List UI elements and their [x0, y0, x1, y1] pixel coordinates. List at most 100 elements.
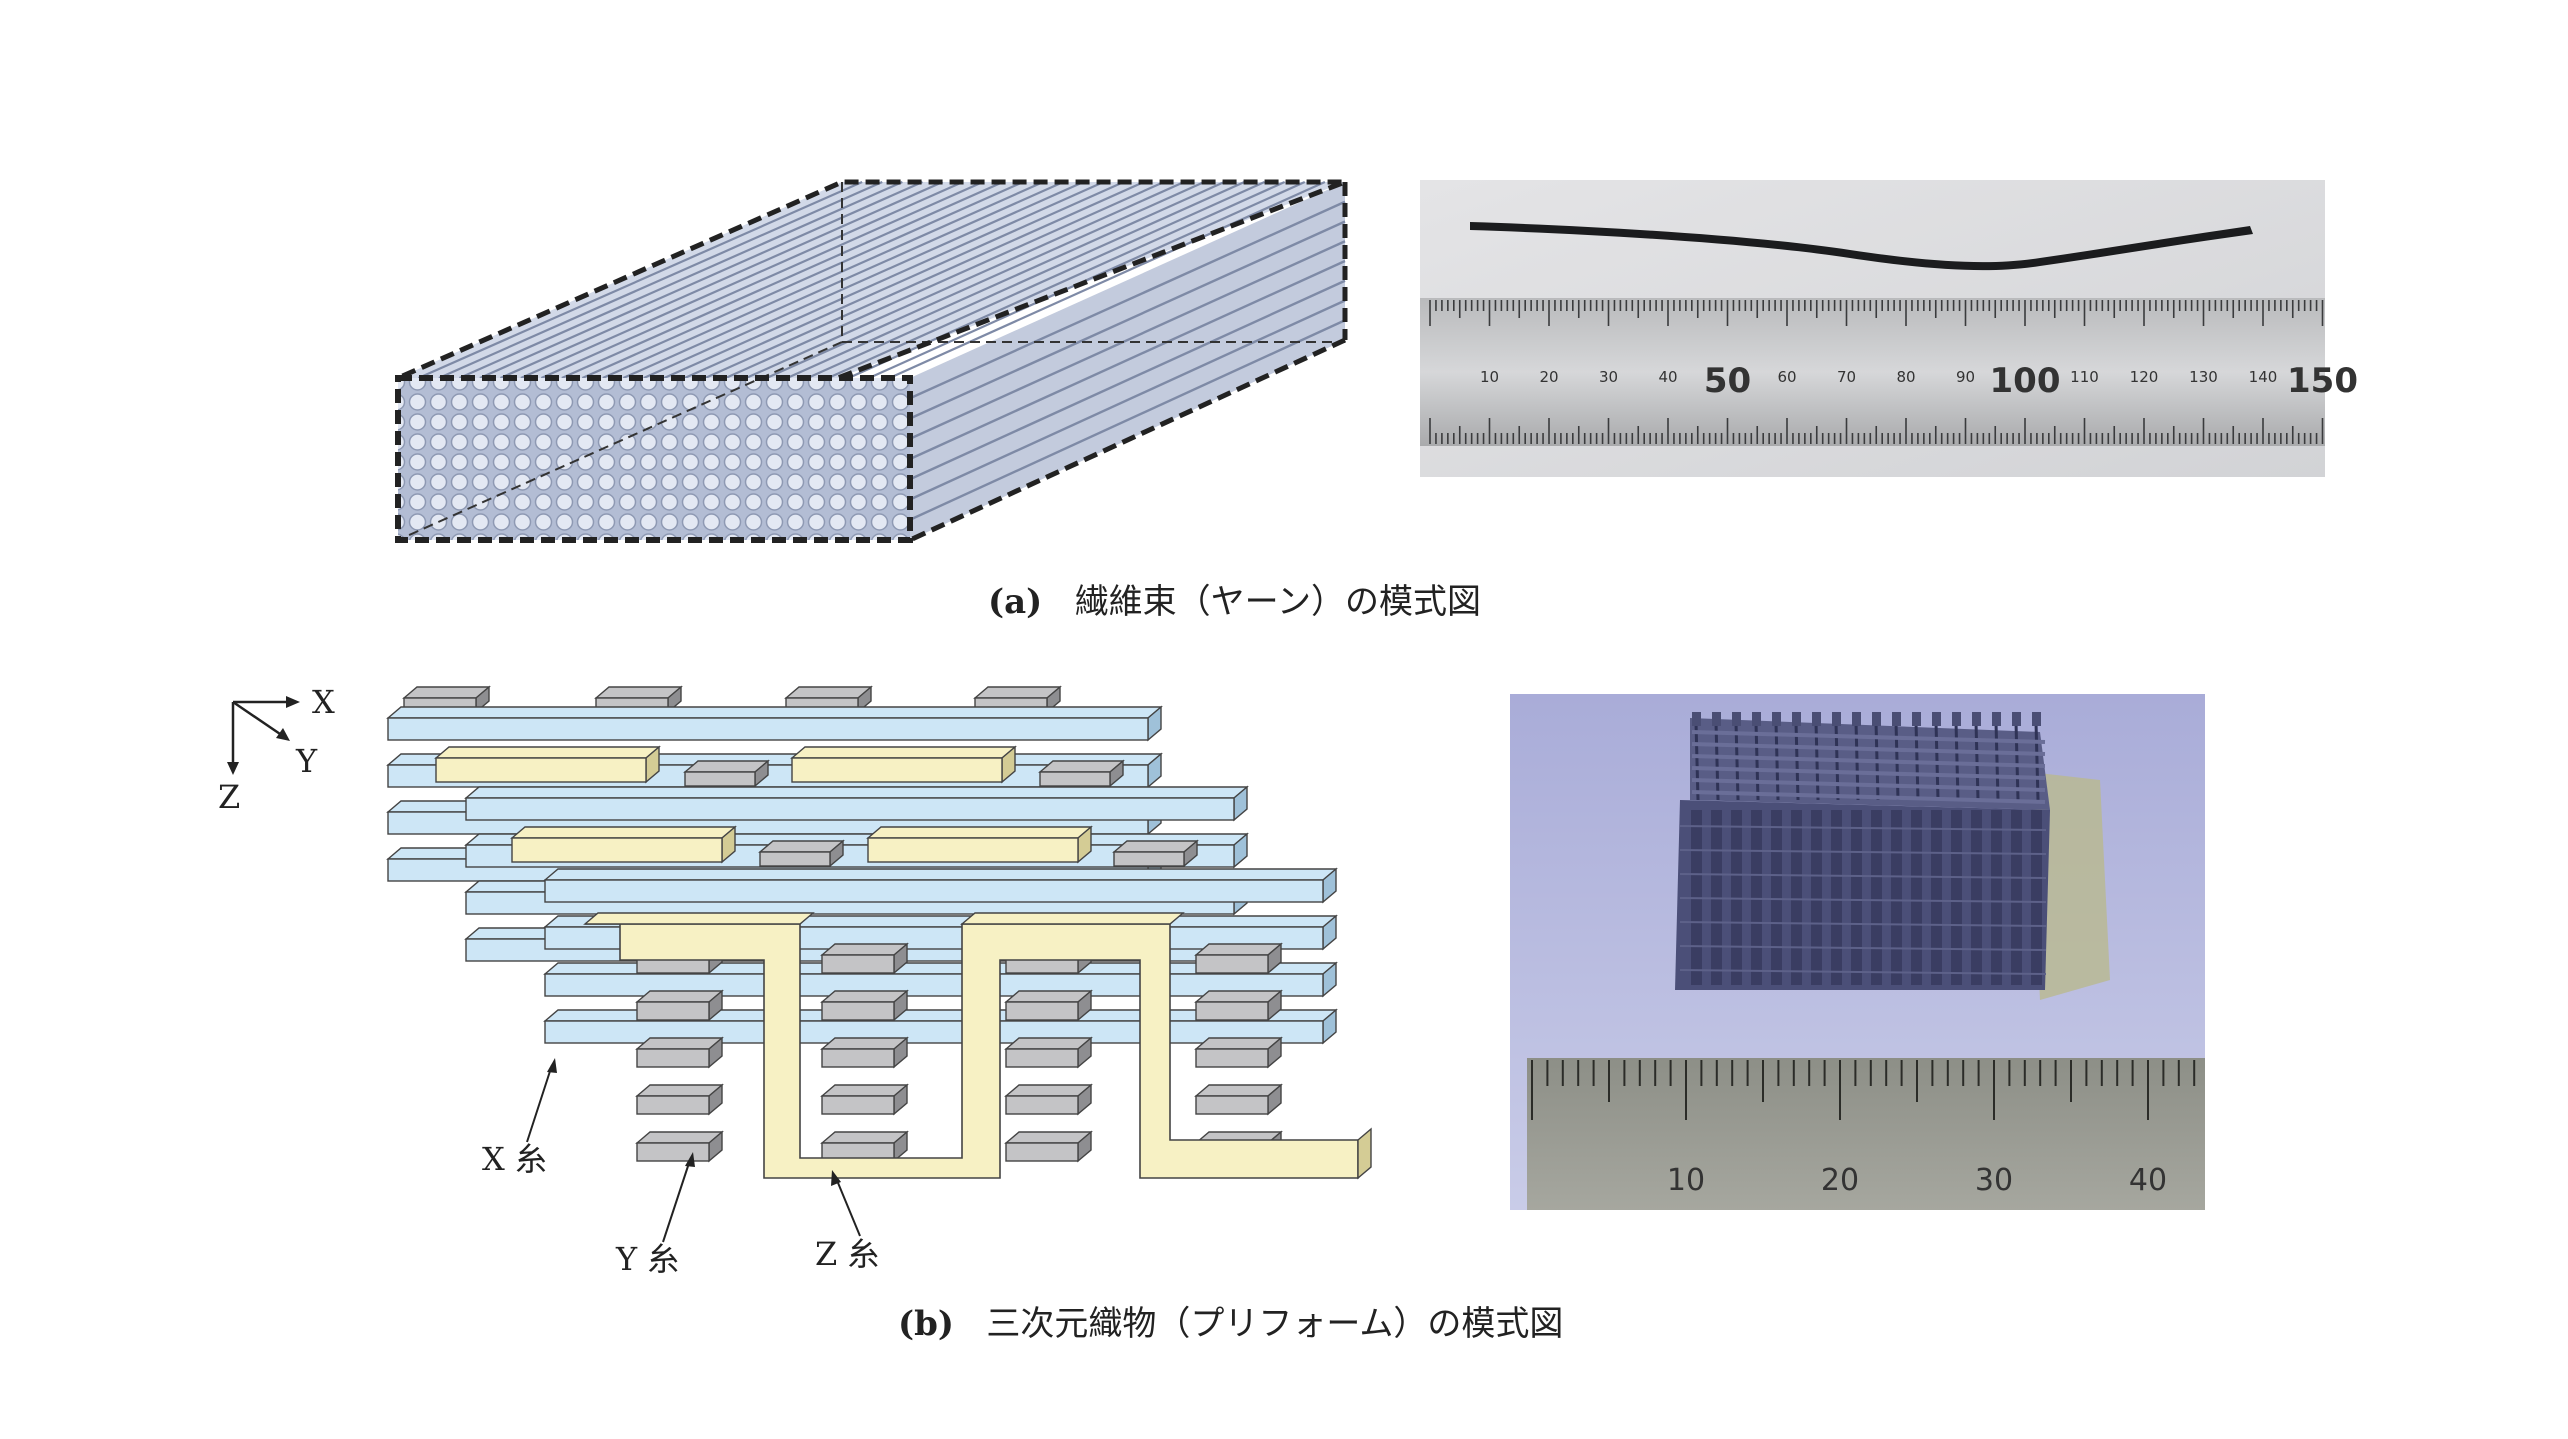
z-yarn-column: [1811, 810, 1822, 985]
z-yarn-column: [1751, 810, 1762, 985]
layer-line: [1679, 945, 2047, 951]
z-yarn-column: [1851, 810, 1862, 985]
weave-line: [1714, 721, 1720, 801]
bundle-outline-edge: [908, 337, 1347, 543]
ruler-number: 140: [2249, 368, 2278, 386]
bundle-outline-front: [395, 375, 913, 543]
callouts: X 糸 Y 糸 Z 糸: [482, 1058, 879, 1278]
ruler-ticks: [1531, 1060, 2196, 1120]
y-yarn: [635, 1036, 724, 1069]
z-yarn-top: [960, 912, 1185, 925]
z-yarn-column: [1791, 810, 1802, 985]
fiber-line: [602, 180, 1044, 380]
z-yarn-column: [2031, 810, 2042, 985]
ruler-number: 90: [1956, 368, 1975, 386]
x-yarn: [543, 867, 1338, 904]
fiber-line: [909, 200, 1346, 400]
fiber-line: [889, 180, 1326, 380]
x-yarn: [543, 961, 1338, 998]
fiber-line: [418, 180, 863, 380]
fiber-line: [438, 180, 883, 380]
caption-a-text: 繊維束（ヤーン）の模式図: [1074, 582, 1481, 622]
fiber-line: [561, 180, 1004, 380]
y-yarn: [1004, 989, 1093, 1022]
fiber-line: [766, 180, 1205, 380]
z-yarn-column: [1871, 810, 1882, 985]
fiber-line: [807, 180, 1245, 380]
layer-line: [1679, 849, 2047, 855]
bundle-outline-top: [396, 179, 1346, 381]
fiber-tuft: [2012, 712, 2021, 726]
weave-line: [2034, 721, 2040, 801]
fiber-tuft: [1952, 712, 1961, 726]
y-yarn: [758, 839, 845, 868]
fiber-tuft: [1992, 712, 2001, 726]
backing-film: [2030, 772, 2110, 1000]
z-yarn-top: [583, 912, 815, 925]
weave-line: [1691, 742, 2046, 756]
fiber-line: [622, 180, 1064, 380]
fiber-line: [909, 259, 1346, 461]
caption-a-label: (a): [988, 582, 1043, 622]
ruler-number: 70: [1837, 368, 1856, 386]
fiber-line: [725, 180, 1165, 380]
fiber-tuft: [1812, 712, 1821, 726]
z-yarn: [866, 825, 1093, 864]
fiber-tuft: [1692, 712, 1701, 726]
z-yarn-column: [1731, 810, 1742, 985]
y-yarn: [820, 1036, 909, 1069]
layer-line: [1679, 873, 2047, 879]
ruler-number: 10: [1667, 1163, 1705, 1198]
z-yarn: [790, 745, 1017, 784]
fiber-line: [458, 180, 903, 380]
z-yarn-column: [1971, 810, 1982, 985]
fiber-tuft: [1732, 712, 1741, 726]
fiber-line: [909, 279, 1346, 481]
z-yarn-end: [1357, 1127, 1372, 1180]
y-yarn: [1038, 759, 1125, 788]
fiber-line: [520, 180, 964, 380]
y-yarn: [1004, 1036, 1093, 1069]
fiber-tuft: [1852, 712, 1861, 726]
weave-line: [1691, 730, 2046, 744]
z-yarn: [434, 745, 661, 784]
ruler-number: 10: [1480, 368, 1499, 386]
z-yarn-column: [1831, 810, 1842, 985]
caption-b: (b) 三次元織物（プリフォーム）の模式図: [898, 1296, 1563, 1345]
top-fiber-lines: [418, 180, 1326, 380]
carbon-yarn: [1470, 222, 2253, 271]
weave-line: [1691, 790, 2046, 804]
fiber-tuft: [1712, 712, 1721, 726]
fiber-line: [704, 180, 1145, 380]
y-yarn: [820, 942, 909, 975]
axis-x-label: X: [312, 683, 335, 721]
y-yarn: [1004, 1130, 1093, 1163]
fiber-tuft: [2032, 712, 2041, 726]
fiber-line: [909, 299, 1346, 501]
z-yarn-column: [1931, 810, 1942, 985]
fiber-tuft: [1972, 712, 1981, 726]
z-yarn-column: [2011, 810, 2022, 985]
ruler-number: 20: [1821, 1163, 1859, 1198]
x-yarn: [464, 785, 1249, 822]
fiber-line: [827, 180, 1265, 380]
fiber-line: [581, 180, 1024, 380]
y-yarn: [1194, 989, 1283, 1022]
y-yarn: [973, 685, 1062, 714]
fiber-tuft: [1772, 712, 1781, 726]
side-fiber-lines: [909, 200, 1346, 521]
caption-a: (a) 繊維束（ヤーン）の模式図: [988, 574, 1481, 623]
y-yarn: [820, 1083, 909, 1116]
caption-b-text: 三次元織物（プリフォーム）の模式図: [986, 1304, 1564, 1344]
z-yarn: [510, 825, 737, 864]
x-yarn: [543, 1008, 1338, 1045]
y-yarn: [1194, 1036, 1283, 1069]
fiber-line: [540, 180, 984, 380]
x-yarn-label: X 糸: [482, 1140, 547, 1178]
yarn-bundle-diagram: [395, 179, 1348, 543]
fiber-line: [786, 180, 1225, 380]
